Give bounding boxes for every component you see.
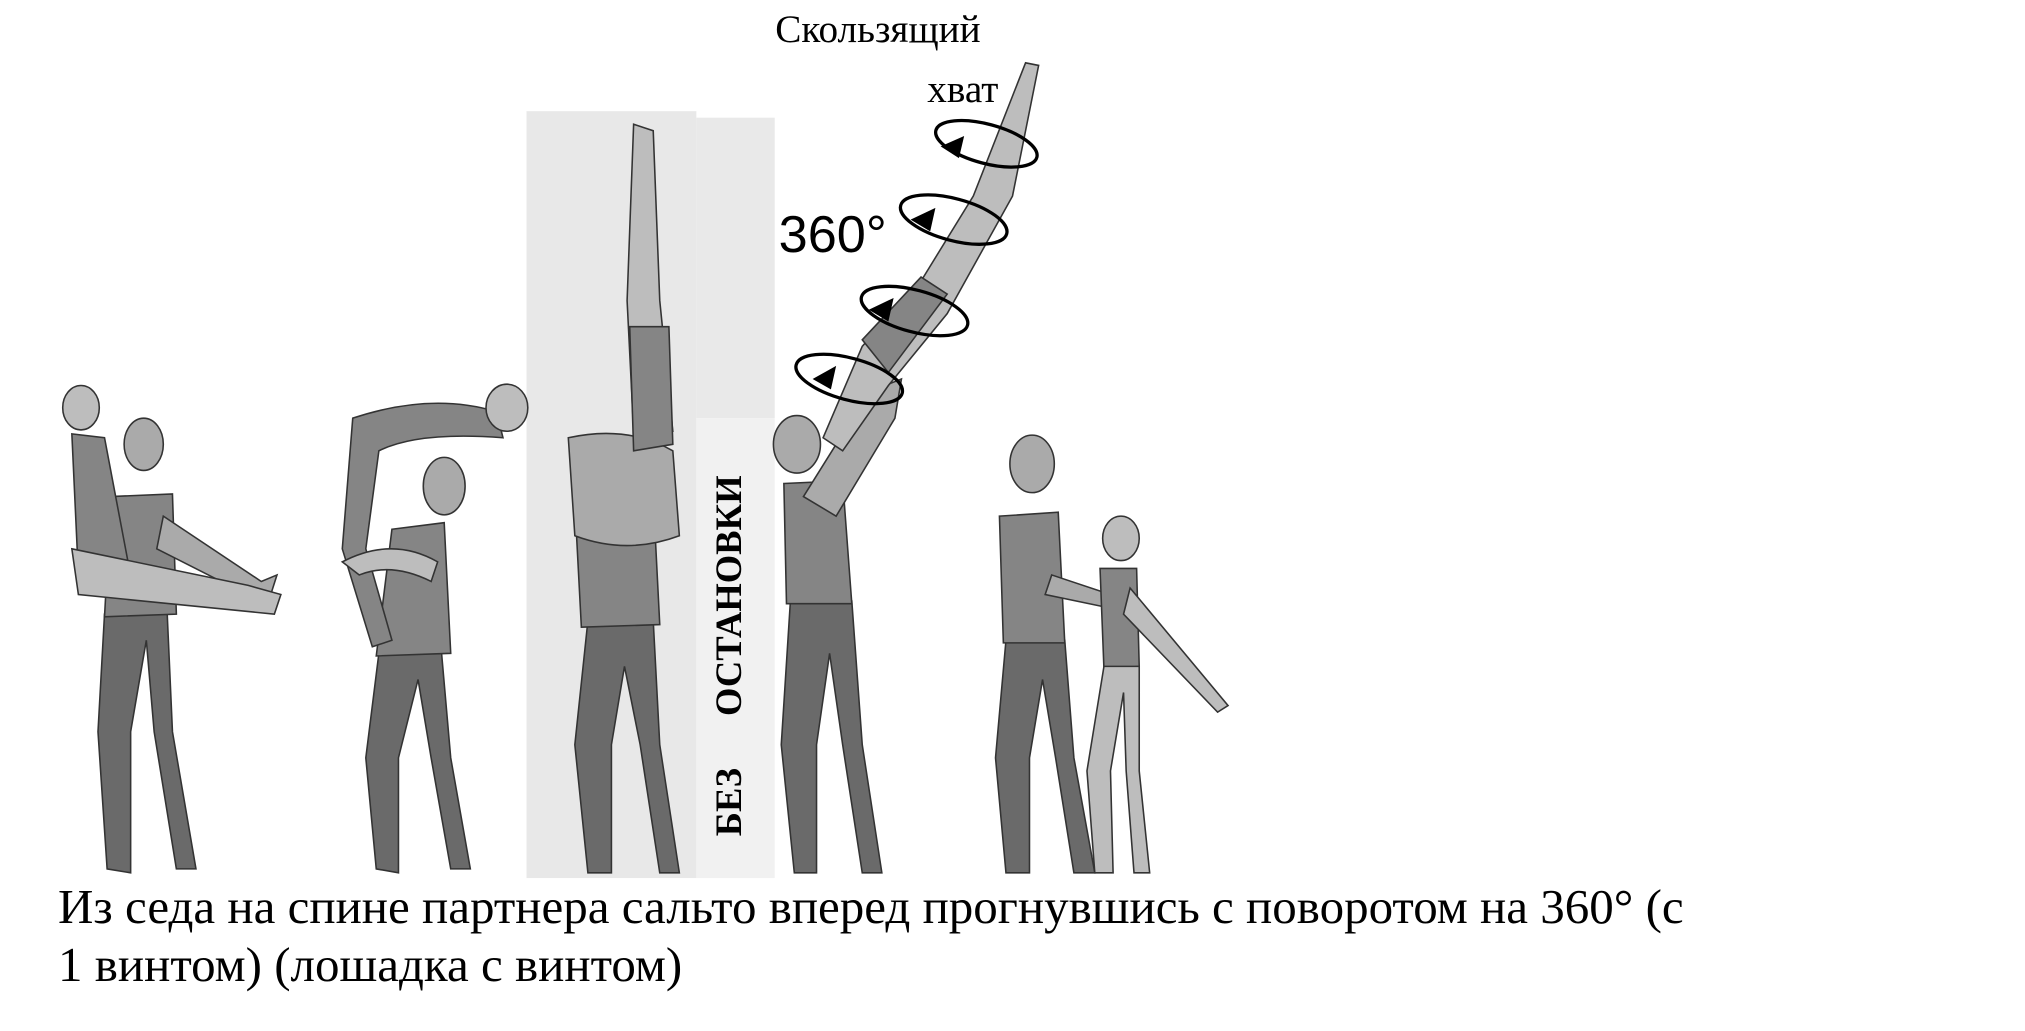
grip-label-line1: Скользящий	[775, 8, 980, 51]
figure-3-handstand	[567, 123, 681, 874]
figure-2-bent-over	[340, 383, 529, 874]
rotation-arrow-icon	[898, 193, 1009, 246]
figure-5-landing	[994, 434, 1230, 874]
rotation-arrow-icon	[859, 284, 970, 338]
figure-4-twist-salto	[772, 61, 1040, 874]
rotation-arrow-icon	[934, 118, 1039, 169]
rotation-arrows	[794, 118, 1039, 406]
figure-caption: Из седа на спине партнера сальто вперед …	[58, 878, 2018, 994]
caption-line-1: Из седа на спине партнера сальто вперед …	[58, 879, 1684, 934]
rotation-label: 360°	[779, 206, 887, 264]
grip-label-line2: хват	[927, 68, 998, 111]
no-stop-label-2: ОСТАНОВКИ	[708, 475, 749, 716]
phase-highlight-box-lower	[696, 418, 775, 879]
rotation-arrow-icon	[794, 352, 905, 406]
caption-line-2: 1 винтом) (лошадка с винтом)	[58, 937, 683, 992]
no-stop-label-1: БЕЗ	[708, 768, 749, 836]
figure-1-seated-on-back	[61, 384, 282, 874]
phase-highlight-box-upper	[696, 117, 775, 419]
